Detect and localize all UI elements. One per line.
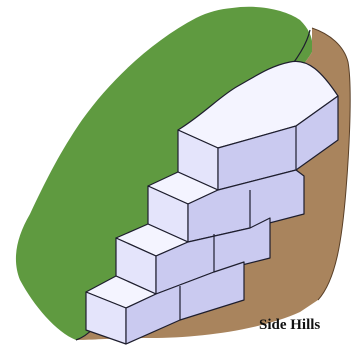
caption: Side Hills [259, 317, 320, 334]
